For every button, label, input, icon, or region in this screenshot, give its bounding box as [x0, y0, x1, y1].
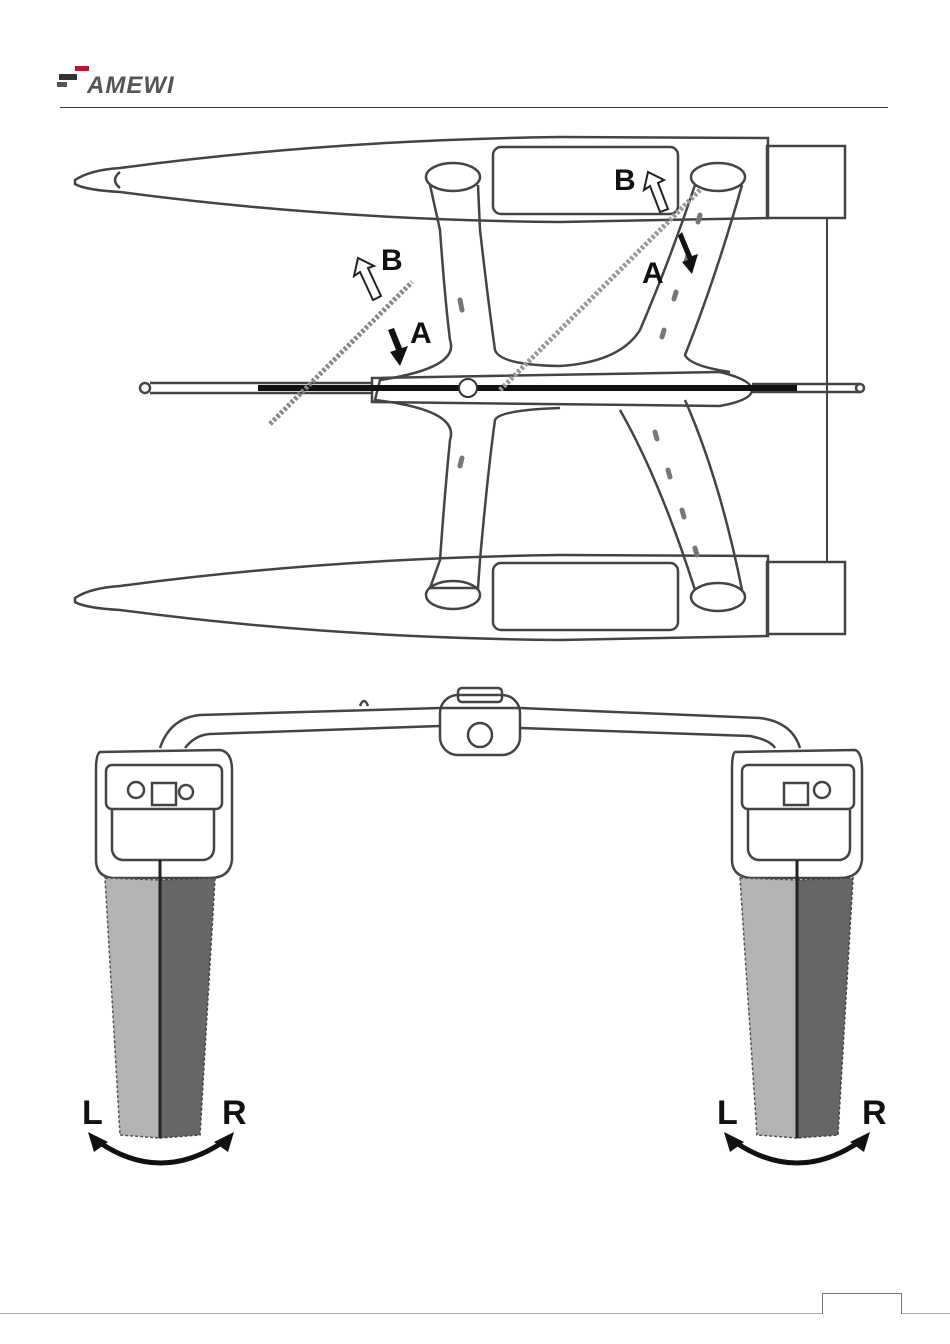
left-label-l: L: [82, 1094, 103, 1132]
right-arc-arrow-l-icon: [724, 1132, 744, 1152]
right-swing-arc: [732, 1140, 862, 1163]
cross-beam-bottom: [185, 726, 775, 748]
right-hull-inner: [748, 810, 850, 860]
right-label-r: R: [862, 1094, 887, 1132]
right-arc-arrow-r-icon: [850, 1132, 870, 1152]
left-fitting-2: [179, 785, 193, 799]
left-swing-arc: [96, 1140, 226, 1163]
right-deck-box: [742, 765, 854, 809]
left-arc-arrow-l-icon: [88, 1132, 108, 1152]
center-bolt: [468, 723, 492, 747]
right-servo: [784, 783, 808, 805]
right-rudder-light: [740, 878, 797, 1138]
footer-divider: [0, 1313, 950, 1314]
left-rudder-light: [105, 878, 160, 1138]
left-deck-box: [106, 765, 222, 809]
page-number-tab: [822, 1293, 902, 1314]
left-rudder-dark: [160, 878, 215, 1138]
right-label-l: L: [717, 1094, 738, 1132]
left-label-r: R: [222, 1094, 247, 1132]
left-arc-arrow-r-icon: [214, 1132, 234, 1152]
cross-beam-top: [160, 708, 800, 748]
right-fitting: [814, 782, 830, 798]
beam-stud: [360, 701, 368, 706]
left-hull-inner: [112, 810, 214, 860]
right-rudder-dark: [797, 878, 853, 1138]
left-servo: [152, 783, 176, 805]
left-fitting-1: [128, 782, 144, 798]
